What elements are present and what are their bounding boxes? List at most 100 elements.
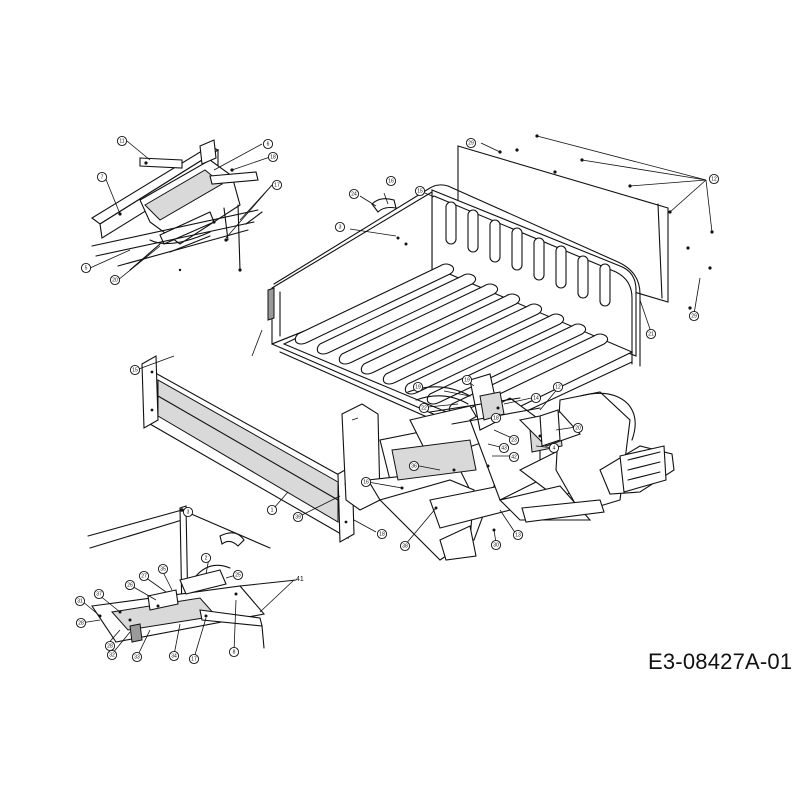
- callout-number: 14: [533, 395, 539, 401]
- callout-c38: 27: [138, 570, 150, 582]
- callout-bubble: [645, 328, 657, 340]
- callout-c21: 19: [412, 381, 424, 393]
- callout-number: 2: [205, 555, 208, 561]
- callout-c37: 25: [232, 569, 244, 581]
- callout-bubble: [138, 570, 150, 582]
- callout-bubble: [490, 539, 502, 551]
- callout-number: 37: [96, 591, 102, 597]
- callout-bubble: [408, 460, 420, 472]
- callout-bubble: [75, 617, 87, 629]
- callout-number: 3: [187, 509, 190, 515]
- callout-number: 3: [339, 224, 342, 230]
- callout-bubble: [109, 274, 121, 286]
- callout-bubble: [267, 151, 279, 163]
- callout-bubble: [334, 221, 346, 233]
- callout-bubble: [552, 381, 564, 393]
- callout-number: 21: [648, 331, 654, 337]
- callout-bubble: [414, 185, 426, 197]
- callout-bubble: [80, 262, 92, 274]
- callout-bubble: [490, 412, 502, 424]
- callout-c17: 15: [129, 364, 141, 376]
- callout-number: 8: [233, 649, 236, 655]
- callout-bubble: [399, 540, 411, 552]
- callout-c5: 17: [271, 179, 283, 191]
- frame: [341, 373, 675, 561]
- callout-c46: 28: [104, 640, 116, 652]
- callout-bubble: [688, 310, 700, 322]
- callout-number: 19: [464, 377, 470, 383]
- callout-number: 7: [101, 174, 104, 180]
- callout-bubble: [188, 653, 200, 665]
- callout-bubble: [124, 579, 136, 591]
- callout-c15: 21: [645, 328, 657, 340]
- callout-bubble: [228, 646, 240, 658]
- callout-number: 18: [270, 154, 276, 160]
- callout-c25: 20: [572, 422, 584, 434]
- callout-c47: 34: [168, 650, 180, 662]
- callout-c28: 4: [548, 442, 560, 454]
- callout-bubble: [508, 434, 520, 446]
- callout-c9: 12: [708, 173, 720, 185]
- callout-bubble: [376, 528, 388, 540]
- callout-number: 31: [77, 598, 83, 604]
- callout-bubble: [129, 364, 141, 376]
- callout-bubble: [232, 569, 244, 581]
- callout-number: 28: [78, 620, 84, 626]
- callout-c43: 28: [75, 617, 87, 629]
- callout-c35: 13: [512, 529, 524, 541]
- callout-c34: 30: [490, 539, 502, 551]
- callout-c45: 33: [131, 651, 143, 663]
- callout-number: 35: [160, 566, 166, 572]
- callout-bubble: [266, 504, 278, 516]
- callout-number: 36: [411, 463, 417, 469]
- callout-number: 15: [132, 367, 138, 373]
- callout-number: 32: [109, 652, 115, 658]
- callout-bubble: [360, 476, 372, 488]
- callout-number: 24: [351, 191, 357, 197]
- callout-bubble: [348, 188, 360, 200]
- callout-number: 29: [691, 313, 697, 319]
- callout-c22: 22: [418, 402, 430, 414]
- callout-bubble: [93, 588, 105, 600]
- tailgate: [135, 355, 377, 543]
- callout-c3: 18: [267, 151, 279, 163]
- callout-bubble: [512, 529, 524, 541]
- callout-c27: 23: [508, 434, 520, 446]
- callout-bubble: [182, 506, 194, 518]
- callout-bubble: [508, 451, 520, 463]
- callout-number: 20: [575, 425, 581, 431]
- callout-c44: 32: [106, 649, 118, 661]
- callout-number: 1: [271, 507, 274, 513]
- callout-number: 34: [171, 653, 177, 659]
- callout-number: 27: [141, 573, 147, 579]
- callout-number: 17: [274, 182, 280, 188]
- callout-number: 16: [388, 178, 394, 184]
- callout-bubble: [131, 651, 143, 663]
- callout-number: 38: [402, 543, 408, 549]
- callout-bubble: [292, 511, 304, 523]
- callout-bubble: [461, 374, 473, 386]
- callout-c41: 31: [74, 595, 86, 607]
- callout-c1: 11: [116, 135, 128, 147]
- drawing-number: E3-08427A-01: [648, 649, 793, 674]
- callout-c42: 37: [93, 588, 105, 600]
- callout-bubble: [271, 179, 283, 191]
- callout-bubble: [418, 402, 430, 414]
- callout-c30: 42: [508, 451, 520, 463]
- callout-number: 20: [112, 277, 118, 283]
- callout-bubble: [200, 552, 212, 564]
- callout-c19: 18: [376, 528, 388, 540]
- detail-lift-lever: [80, 505, 297, 659]
- callout-bubble: [708, 173, 720, 185]
- callout-number: 18: [493, 415, 499, 421]
- callout-c4: 7: [96, 171, 108, 183]
- callout-number: 42: [511, 454, 517, 460]
- callout-c11: 16: [385, 175, 397, 187]
- callout-number: 33: [134, 654, 140, 660]
- callout-bubble: [412, 381, 424, 393]
- callout-c18: 39: [292, 511, 304, 523]
- callout-bubble: [548, 442, 560, 454]
- callout-c50: 3: [182, 506, 194, 518]
